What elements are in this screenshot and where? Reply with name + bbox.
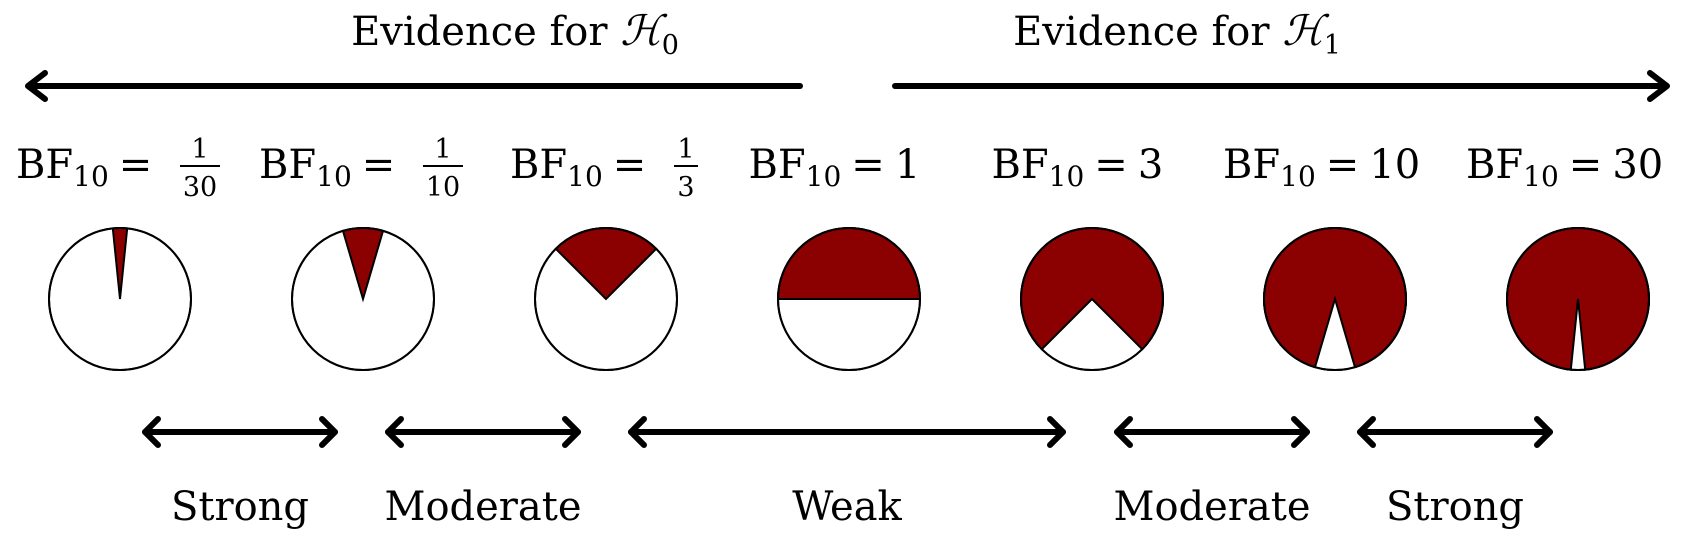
pie-outline	[291, 227, 435, 371]
category-arrow	[385, 416, 581, 448]
category-label: Strong	[1386, 484, 1524, 530]
bf-pie-5	[1020, 226, 1164, 371]
bf-fraction-denominator: 3	[677, 172, 694, 203]
bf-label-text: BF10=1	[749, 142, 921, 193]
bf-label-6: BF10=10	[1223, 142, 1420, 193]
evidence-h1-arrow	[892, 70, 1670, 102]
bf-label-3: BF10= 1 3	[510, 134, 698, 203]
bf-pie-1	[48, 227, 192, 371]
bf-label-text: BF10=30	[1466, 142, 1663, 193]
pie-outline	[1263, 227, 1407, 371]
category-3: Weak	[628, 416, 1066, 530]
bf-label-text: BF10=3	[992, 142, 1164, 193]
evidence-categories: Strong Moderate Weak Moderate Strong	[142, 416, 1553, 530]
bf-fraction-numerator: 1	[434, 134, 451, 165]
category-1: Strong	[142, 416, 338, 530]
bf-label-1: BF10= 1 30	[16, 134, 220, 203]
bf-pie-3	[534, 227, 678, 371]
bf-label-2: BF10= 1 10	[259, 134, 463, 203]
bf-fraction-numerator: 1	[191, 134, 208, 165]
bf-label-4: BF10=1	[749, 142, 921, 193]
bf-pie-6	[1263, 226, 1407, 371]
bayes-factor-pies	[48, 226, 1650, 371]
bf-label-text: BF10=10	[1223, 142, 1420, 193]
pie-outline	[1506, 227, 1650, 371]
category-arrow	[1357, 416, 1553, 448]
bf-label-7: BF10=30	[1466, 142, 1663, 193]
pie-outline	[1020, 227, 1164, 371]
category-label: Moderate	[1113, 484, 1310, 530]
pie-outline	[48, 227, 192, 371]
pie-h1-slice	[776, 227, 922, 300]
category-arrow	[1114, 416, 1310, 448]
category-label: Weak	[792, 484, 902, 530]
category-arrow	[142, 416, 338, 448]
category-label: Strong	[171, 484, 309, 530]
category-arrow	[628, 416, 1066, 448]
bf-pie-4	[776, 227, 922, 371]
bf-pie-7	[1506, 226, 1650, 371]
bf-label-text: BF10=	[510, 142, 646, 193]
evidence-h0-label: Evidence for ℋ0	[351, 9, 679, 61]
bf-fraction-numerator: 1	[677, 134, 694, 165]
bf-fraction-denominator: 30	[183, 172, 217, 203]
category-5: Strong	[1357, 416, 1553, 530]
bf-fraction-denominator: 10	[426, 172, 460, 203]
pie-outline	[777, 227, 921, 371]
bf-pie-2	[291, 227, 435, 371]
bf-label-text: BF10=	[259, 142, 395, 193]
category-4: Moderate	[1113, 416, 1311, 530]
bf-label-5: BF10=3	[992, 142, 1164, 193]
evidence-h1-label: Evidence for ℋ1	[1013, 9, 1341, 61]
pie-outline	[534, 227, 678, 371]
category-label: Moderate	[384, 484, 581, 530]
category-2: Moderate	[384, 416, 582, 530]
bf-label-text: BF10=	[16, 142, 152, 193]
evidence-h0-arrow	[25, 70, 803, 102]
